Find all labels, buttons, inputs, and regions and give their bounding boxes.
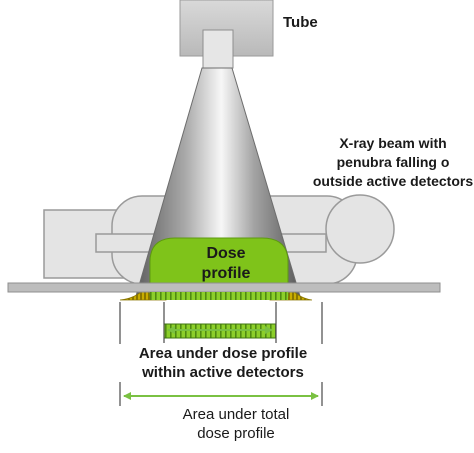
patient-table: [7, 282, 441, 293]
total-label-line-2: dose profile: [197, 425, 275, 442]
dose-label-line-2: profile: [201, 265, 251, 282]
beam-label: X-ray beam with penubra falling o outsid…: [308, 134, 474, 191]
active-area-label: Area under dose profile within active de…: [112, 344, 334, 382]
tube-label: Tube: [283, 14, 318, 31]
dose-profile-base: [150, 292, 288, 300]
total-area-label: Area under total dose profile: [136, 405, 336, 443]
dose-label-line-1: Dose: [206, 245, 246, 262]
total-label-line-1: Area under total: [182, 406, 290, 423]
xray-tube: [179, 0, 274, 69]
tube-collimator: [202, 29, 234, 69]
active-label-line-2: within active detectors: [142, 364, 304, 381]
beam-label-line-3: outside active detectors: [312, 173, 474, 189]
dose-profile-label: Dose profile: [180, 244, 272, 284]
beam-label-line-2: penubra falling o: [336, 154, 450, 170]
beam-label-line-1: X-ray beam with: [339, 135, 447, 151]
dose-profile: [149, 237, 289, 297]
active-label-line-1: Area under dose profile: [138, 345, 308, 362]
patient-head: [325, 194, 395, 264]
